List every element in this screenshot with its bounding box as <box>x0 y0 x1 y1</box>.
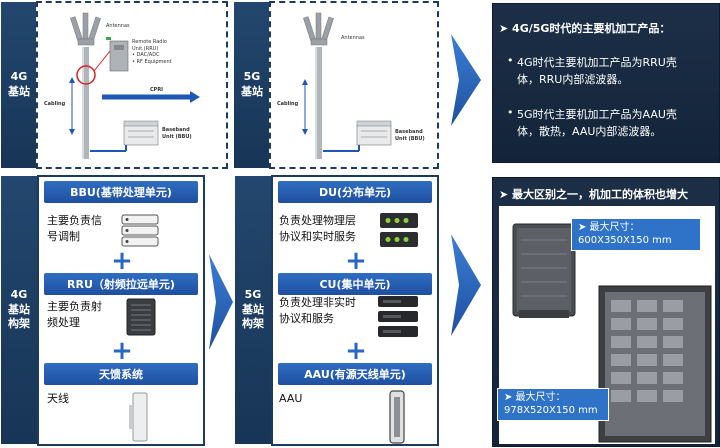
device-photos <box>512 223 712 443</box>
rru-description: 主要负责射 频处理 <box>47 300 102 329</box>
du-board-icon <box>380 213 418 247</box>
rru-header-bar: RRU（射频拉远单元) <box>44 273 198 295</box>
info-panel-size-comparison: ➤ 最大区别之一，机加工的体积也增大 ➤ 最大尺寸： 600X350X150 m… <box>492 177 720 447</box>
antenna-cluster <box>303 12 334 46</box>
aau-description: AAU <box>279 392 303 405</box>
antenna-description: 天线 <box>47 392 69 405</box>
antenna-cluster <box>70 12 101 46</box>
panel-antenna-icon <box>129 392 148 442</box>
diagram-4g-station <box>69 12 200 159</box>
side-label-4g-station: 4G 基站 <box>1 2 37 168</box>
bullet-dot-2: • <box>507 106 514 119</box>
panel-4g-station-diagram: Antennas Remote Radio Unit (RRU) • DAC/A… <box>36 1 228 169</box>
info-title: ➤ 4G/5G时代的主要机加工产品： <box>499 22 671 35</box>
aau-device-icon <box>389 390 405 444</box>
bbu-unit-image <box>123 124 159 146</box>
info-bullet-1: 4G时代主要机加工产品为RRU壳 体，RRU内部滤波器。 <box>517 56 677 87</box>
size-panel-title: ➤ 最大区别之一，机加工的体积也增大 <box>499 188 689 201</box>
side-label-5g-architecture: 5G 基站 构架 <box>235 176 271 444</box>
du-description: 负责处理物理层 协议和实时服务 <box>279 214 356 243</box>
rru-device-icon <box>126 298 156 336</box>
size-callout-rru: ➤ 最大尺寸： 600X350X150 mm <box>571 218 701 251</box>
label-antennas: Antennas <box>106 23 130 29</box>
tower-pole <box>315 47 322 159</box>
cu-description: 负责处理非实时 协议和服务 <box>279 296 356 325</box>
antenna-system-header-bar: 天馈系统 <box>44 363 198 385</box>
arrow-right-icon <box>207 250 235 354</box>
diagram-5g-station <box>302 12 392 159</box>
size-callout-aau: ➤ 最大尺寸： 978X520X150 mm <box>497 388 609 421</box>
info-bullet-2: 5G时代主要机加工产品为AAU壳 体，散热，AAU内部滤波器。 <box>517 108 677 139</box>
cu-header-bar: CU(集中单元) <box>278 273 432 295</box>
panel-4g-architecture: BBU(基带处理单元) 主要负责信 号调制 + RRU（射频拉远单元) 主要负责… <box>37 175 205 446</box>
side-label-5g-station: 5G 基站 <box>234 2 270 168</box>
bbu-description: 主要负责信 号调制 <box>47 214 102 243</box>
panel-5g-architecture: DU(分布单元) 负责处理物理层 协议和实时服务 + CU(集中单元) 负责处理… <box>271 175 439 446</box>
arrow-right-icon <box>447 230 485 340</box>
tower-pole <box>82 47 89 159</box>
label-cabling: Cabling <box>277 101 299 107</box>
label-antennas: Antennas <box>341 35 365 41</box>
arrow-right-icon <box>447 30 485 130</box>
info-panel-products: ➤ 4G/5G时代的主要机加工产品： • 4G时代主要机加工产品为RRU壳 体，… <box>492 3 720 163</box>
bullet-dot-1: • <box>507 54 514 67</box>
du-header-bar: DU(分布单元) <box>278 181 432 203</box>
panel-5g-station-diagram: Antennas Cabling Baseband Unit (BBU) <box>269 1 439 169</box>
bbu-header-bar: BBU(基带处理单元) <box>44 181 198 203</box>
label-cpri: CPRI <box>150 87 164 93</box>
side-label-4g-architecture: 4G 基站 构架 <box>1 176 37 444</box>
rru-highlight-circle <box>76 65 96 85</box>
label-bbu: Baseband Unit (BBU) <box>395 129 425 142</box>
label-rru: Remote Radio Unit (RRU) • DAC/ADC • RF E… <box>132 39 172 65</box>
bbu-unit-image <box>356 124 392 146</box>
bbu-server-icon <box>121 214 159 247</box>
plus-icon: + <box>345 336 367 366</box>
label-cabling: Cabling <box>44 101 66 107</box>
plus-icon: + <box>111 246 133 276</box>
cu-server-icon <box>378 296 418 337</box>
label-bbu: Baseband Unit (BBU) <box>162 127 192 140</box>
aau-header-bar: AAU(有源天线单元) <box>278 363 432 385</box>
plus-icon: + <box>111 336 133 366</box>
plus-icon: + <box>345 246 367 276</box>
